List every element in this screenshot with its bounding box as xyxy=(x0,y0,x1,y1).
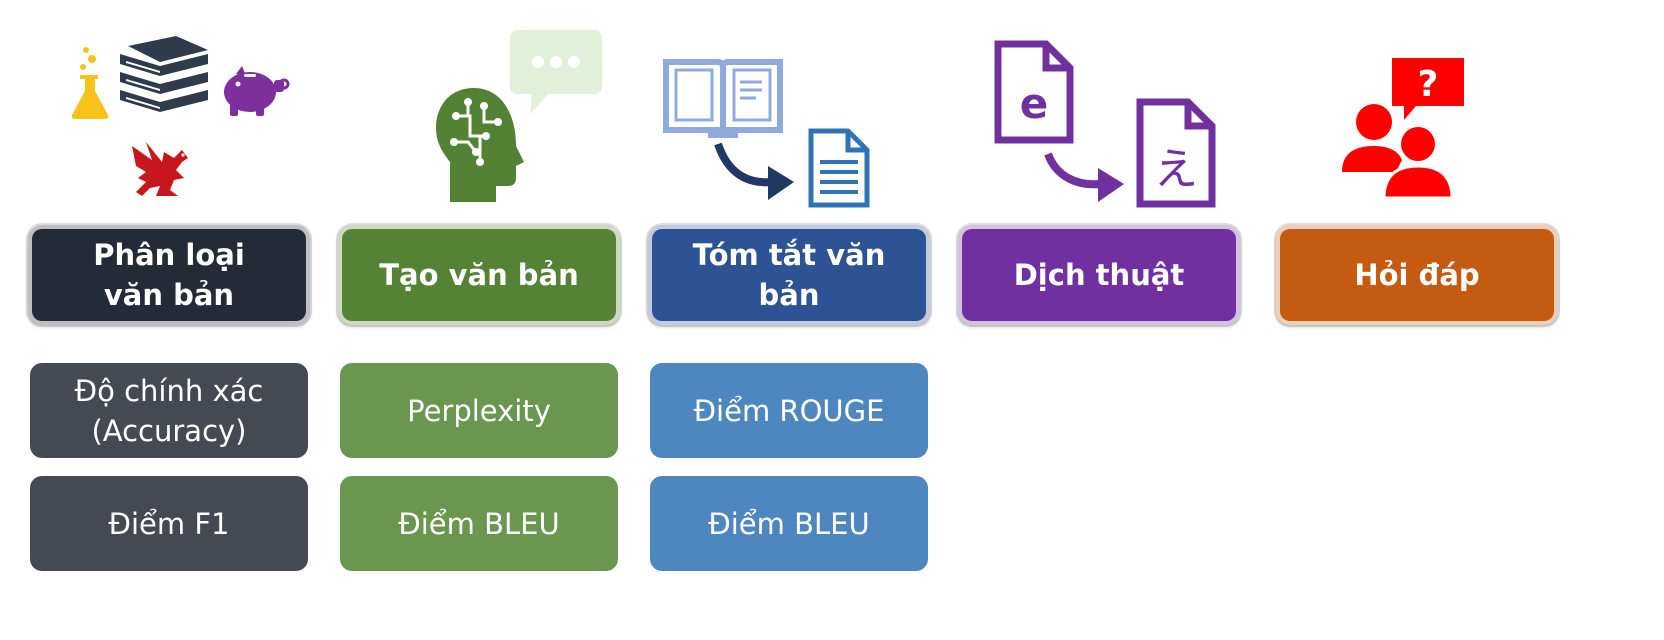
task-title-line-2: văn bản xyxy=(103,278,235,312)
ai-head-icon xyxy=(436,88,524,202)
question-bubble-icon: ? xyxy=(1392,58,1464,120)
speech-bubble-icon xyxy=(510,30,602,114)
task-title: Dịch thuật xyxy=(1013,258,1185,292)
task-header-translation: Dịch thuật xyxy=(958,225,1240,325)
metric-label-line-1: Độ chính xác xyxy=(74,373,264,408)
icon-group xyxy=(338,0,620,215)
task-column-summarization: Tóm tắt văn bản Điểm ROUGE Điểm BLEU xyxy=(648,0,930,640)
flask-icon xyxy=(71,47,109,119)
task-column-question-answering: ? Hỏi đáp xyxy=(1276,0,1558,640)
piggy-bank-icon xyxy=(224,66,290,116)
metric-label: Điểm BLEU xyxy=(398,506,560,541)
task-column-text-generation: Tạo văn bản Perplexity Điểm BLEU xyxy=(338,0,620,640)
file-e-icon: e xyxy=(994,40,1074,144)
task-column-translation: e え Dịch thuật xyxy=(958,0,1240,640)
task-header-text-generation: Tạo văn bản xyxy=(338,225,620,325)
document-icon xyxy=(808,128,870,208)
metric-perplexity: Perplexity xyxy=(340,363,618,458)
icon-group xyxy=(648,0,930,215)
metric-rouge: Điểm ROUGE xyxy=(650,363,928,458)
icon-group xyxy=(28,0,310,215)
icon-group: ? xyxy=(1276,0,1558,215)
metric-label: Perplexity xyxy=(407,393,551,428)
metric-label: Điểm BLEU xyxy=(708,506,870,541)
icon-group: e え xyxy=(958,0,1240,215)
metric-label-line-2: (Accuracy) xyxy=(91,413,247,448)
arrow-icon xyxy=(1044,152,1124,202)
task-header-text-classification: Phân loại văn bản xyxy=(28,225,310,325)
arrow-icon xyxy=(714,142,794,200)
books-icon xyxy=(120,36,208,112)
task-header-question-answering: Hỏi đáp xyxy=(1276,225,1558,325)
question-mark: ? xyxy=(1418,64,1439,105)
people-icon xyxy=(1342,104,1454,200)
task-title: Tóm tắt văn bản xyxy=(692,238,886,312)
metric-label: Điểm F1 xyxy=(108,506,230,541)
metric-bleu: Điểm BLEU xyxy=(650,476,928,571)
file-e-accent-icon: え xyxy=(1136,98,1216,208)
metric-bleu: Điểm BLEU xyxy=(340,476,618,571)
file-glyph-e: e xyxy=(1020,79,1049,128)
open-book-icon xyxy=(663,59,783,138)
task-column-text-classification: Phân loại văn bản Độ chính xác (Accuracy… xyxy=(28,0,310,640)
file-glyph-kana: え xyxy=(1154,144,1198,195)
task-title-line-1: Phân loại xyxy=(93,238,245,272)
task-title: Tạo văn bản xyxy=(379,258,579,292)
task-header-summarization: Tóm tắt văn bản xyxy=(648,225,930,325)
dragon-icon xyxy=(132,142,188,196)
metric-f1: Điểm F1 xyxy=(30,476,308,571)
task-title: Hỏi đáp xyxy=(1354,258,1480,292)
metric-accuracy: Độ chính xác (Accuracy) xyxy=(30,363,308,458)
metric-label: Điểm ROUGE xyxy=(693,393,885,428)
